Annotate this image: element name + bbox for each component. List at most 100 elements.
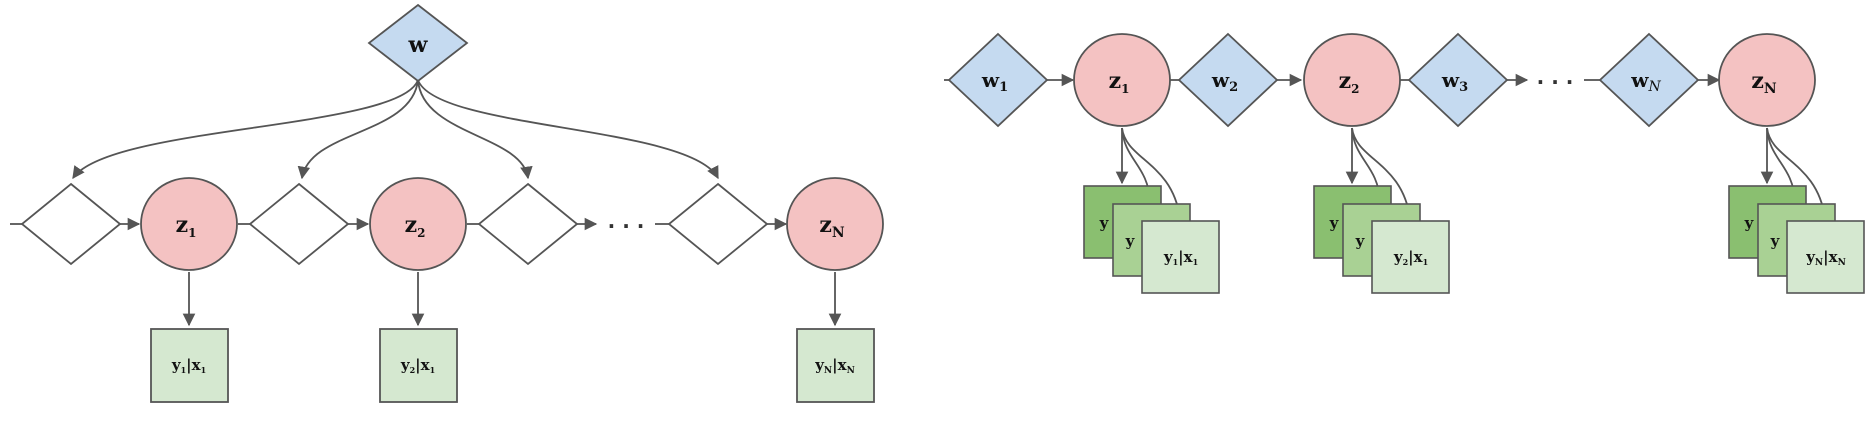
svg-text:y2|x1: y2|x1 <box>1393 248 1428 267</box>
edge-w-to-diamond-3 <box>417 79 533 180</box>
svg-text:w2: w2 <box>1211 68 1238 95</box>
stack-N-y: y <box>1805 248 1816 266</box>
left-obs-2-xsub: 1 <box>430 365 436 375</box>
left-obs-N-x: x <box>838 356 848 374</box>
svg-text:w3: w3 <box>1441 68 1468 95</box>
stack-2-ysub: 2 <box>1403 257 1409 267</box>
svg-text:zN: zN <box>819 212 845 241</box>
w1-base: w <box>981 68 1000 92</box>
stack-N-back-label: y <box>1744 214 1755 232</box>
left-obs-1-xsub: 1 <box>201 365 207 375</box>
right-z2-base: z <box>1339 68 1352 94</box>
svg-text:w1: w1 <box>981 68 1008 95</box>
left-obs-1-y: y <box>171 356 182 374</box>
left-obs-1-ysub: 1 <box>181 365 187 375</box>
left-zN-sub: N <box>832 225 845 241</box>
right-ellipsis: . . . <box>1537 65 1574 89</box>
left-zN-base: z <box>819 212 832 238</box>
left-obs-2-ysub: 2 <box>410 365 416 375</box>
empty-diamond-3 <box>477 182 579 266</box>
svg-text:zN: zN <box>1751 68 1777 97</box>
left-latent-z1: z1 <box>140 177 238 271</box>
right-weight-w1: w1 <box>947 32 1049 128</box>
stack-1-back-label: y <box>1099 214 1110 232</box>
global-w-label: w <box>408 32 429 58</box>
global-w-node: w <box>367 3 469 83</box>
right-weight-wN: wN <box>1598 32 1700 128</box>
w3-base: w <box>1441 68 1460 92</box>
wN-base: w <box>1630 68 1649 92</box>
right-zN-sub: N <box>1764 81 1777 97</box>
stack-1-x: x <box>1184 248 1194 266</box>
left-obs-2-x: x <box>421 356 431 374</box>
empty-diamond-4 <box>667 182 769 266</box>
left-diagram: w . . . z1 z2 zN y1|x1 y2|x1 <box>10 3 884 403</box>
left-z2-base: z <box>405 212 418 238</box>
edge-zN-to-stack-front <box>1766 127 1830 220</box>
stack-1-y: y <box>1163 248 1174 266</box>
svg-text:yN|xN: yN|xN <box>814 356 855 376</box>
right-stack-N: y y yN|xN <box>1728 185 1865 294</box>
right-latent-z1: z1 <box>1073 33 1171 127</box>
svg-text:z2: z2 <box>1339 68 1360 96</box>
right-weight-w2: w2 <box>1177 32 1279 128</box>
svg-text:z1: z1 <box>176 212 197 240</box>
left-obs-N-y: y <box>814 356 825 374</box>
edge-z2-to-stack-front <box>1351 127 1415 220</box>
right-z1-sub: 1 <box>1121 82 1129 96</box>
svg-text:y2|x1: y2|x1 <box>400 356 435 375</box>
stack-1-ysub: 1 <box>1173 257 1179 267</box>
empty-diamond-1 <box>20 182 122 266</box>
left-z2-sub: 2 <box>417 226 425 240</box>
stack-2-back-label: y <box>1329 214 1340 232</box>
left-obs-2-y: y <box>400 356 411 374</box>
left-latent-zN: zN <box>786 177 884 271</box>
stack-2-x: x <box>1414 248 1424 266</box>
right-stack-2: y y y2|x1 <box>1313 185 1450 294</box>
w1-sub: 1 <box>999 80 1008 95</box>
edge-w-to-diamond-2 <box>297 79 419 180</box>
left-z1-sub: 1 <box>188 226 196 240</box>
right-latent-z2: z2 <box>1303 33 1401 127</box>
right-edges <box>944 73 1830 220</box>
w3-sub: 3 <box>1459 80 1468 95</box>
right-diagram: w1 w2 w3 wN . . . z1 z2 zN <box>944 32 1865 294</box>
empty-diamond-2 <box>248 182 350 266</box>
svg-text:y1|x1: y1|x1 <box>171 356 206 375</box>
svg-text:yN|xN: yN|xN <box>1805 248 1846 268</box>
svg-text:z2: z2 <box>405 212 426 240</box>
stack-N-xsub: N <box>1838 258 1846 268</box>
svg-text:z1: z1 <box>1109 68 1130 96</box>
stack-2-mid-label: y <box>1355 232 1366 250</box>
right-stack-1: y y y1|x1 <box>1083 185 1220 294</box>
left-obs-1-x: x <box>192 356 202 374</box>
left-z1-base: z <box>176 212 189 238</box>
svg-text:y1|x1: y1|x1 <box>1163 248 1198 267</box>
left-latent-z2: z2 <box>369 177 467 271</box>
edge-w-to-diamond-4 <box>417 79 719 180</box>
left-ellipsis: . . . <box>608 209 645 233</box>
stack-1-xsub: 1 <box>1193 257 1199 267</box>
edge-z1-to-stack-front <box>1121 127 1185 220</box>
right-z1-base: z <box>1109 68 1122 94</box>
stack-2-y: y <box>1393 248 1404 266</box>
right-zN-base: z <box>1751 68 1764 94</box>
left-obs-2: y2|x1 <box>379 328 458 403</box>
right-z2-sub: 2 <box>1351 82 1359 96</box>
svg-text:wN: wN <box>1630 68 1661 95</box>
w2-sub: 2 <box>1229 80 1238 95</box>
right-weight-w3: w3 <box>1407 32 1509 128</box>
left-obs-N-ysub: N <box>824 366 832 376</box>
edge-w-to-diamond-1 <box>72 79 419 180</box>
left-edges <box>10 79 842 327</box>
wN-sub: N <box>1647 79 1661 95</box>
left-obs-1: y1|x1 <box>150 328 229 403</box>
stack-1-mid-label: y <box>1125 232 1136 250</box>
w2-base: w <box>1211 68 1230 92</box>
left-obs-N-xsub: N <box>847 366 855 376</box>
right-latent-zN: zN <box>1718 33 1816 127</box>
stack-N-ysub: N <box>1815 258 1823 268</box>
stack-N-mid-label: y <box>1770 232 1781 250</box>
left-obs-N: yN|xN <box>796 328 875 403</box>
